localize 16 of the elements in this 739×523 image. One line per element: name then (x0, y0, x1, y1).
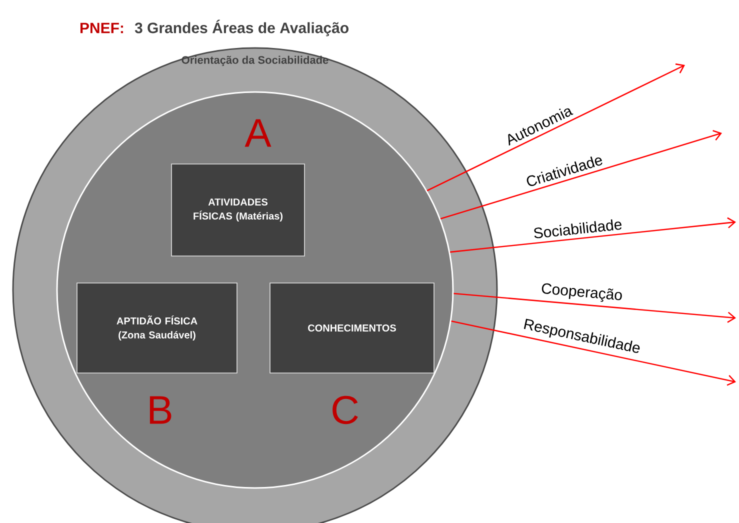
arrow (440, 130, 722, 220)
title: 3 Grandes Áreas de Avaliação (134, 20, 348, 36)
title-prefix: PNEF: (80, 22, 124, 34)
area-box: CONHECIMENTOS (270, 282, 434, 374)
area-letter: B (150, 396, 172, 424)
arrow (450, 217, 736, 253)
ring-label: Orientação da Sociabilidade (182, 56, 328, 66)
area-letter: A (244, 119, 272, 147)
edge-label: Sociabilidade (534, 219, 622, 238)
arrow (451, 320, 736, 386)
arrow (454, 292, 736, 323)
edge-label: Cooperação (542, 283, 622, 302)
area-letter: C (332, 396, 358, 424)
arrow (426, 63, 685, 192)
area-box: APTIDÃO FÍSICA (Zona Saudável) (76, 282, 238, 374)
area-box: ATIVIDADES FÍSICAS (Matérias) (171, 164, 305, 256)
